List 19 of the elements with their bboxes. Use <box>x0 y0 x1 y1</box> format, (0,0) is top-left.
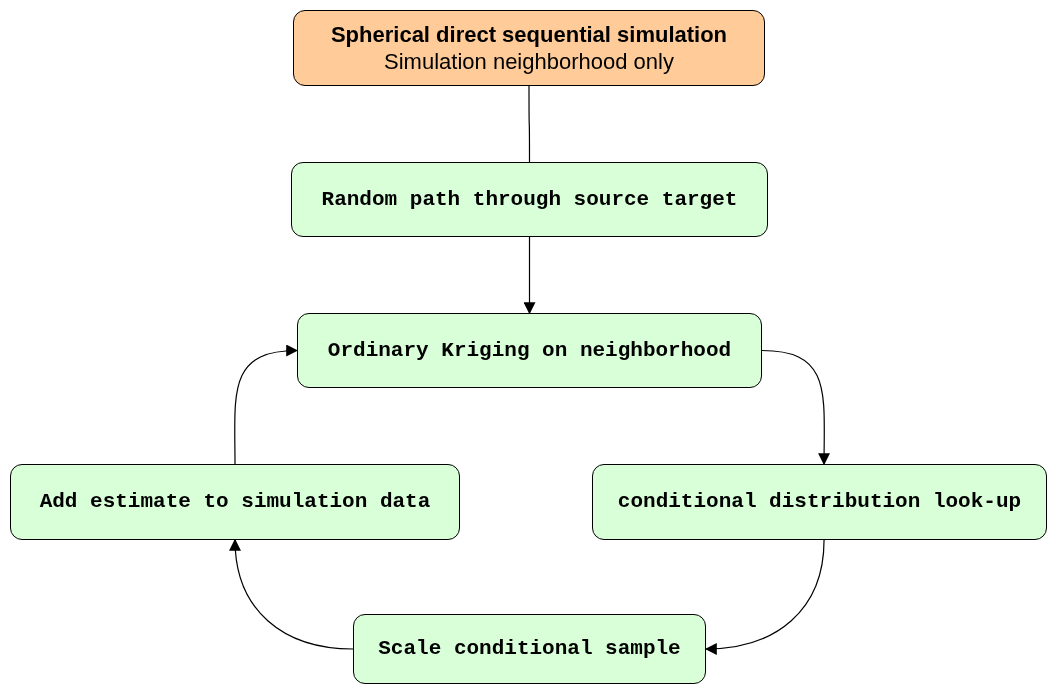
arrow <box>761 349 831 466</box>
connector-line <box>528 85 531 163</box>
process-box <box>297 313 762 388</box>
start-box <box>293 10 765 86</box>
process-box <box>353 614 706 684</box>
arrow <box>523 236 536 315</box>
arrow <box>704 539 825 655</box>
arrow <box>234 345 299 465</box>
process-box <box>592 464 1047 540</box>
step-text: Ordinary Kriging on neighborhood <box>327 337 732 364</box>
process-box <box>10 464 460 540</box>
step-text: Scale conditional sample <box>378 636 681 663</box>
subtitle-text: Simulation neighborhood only <box>384 48 674 76</box>
step-text: conditional distribution look-up <box>617 489 1022 516</box>
step-text: Add estimate to simulation data <box>39 489 431 516</box>
arrow <box>229 538 354 650</box>
step-text: Random path through source target <box>321 186 738 213</box>
process-box <box>291 162 768 237</box>
title-text: Spherical direct sequential simulation <box>330 20 728 48</box>
